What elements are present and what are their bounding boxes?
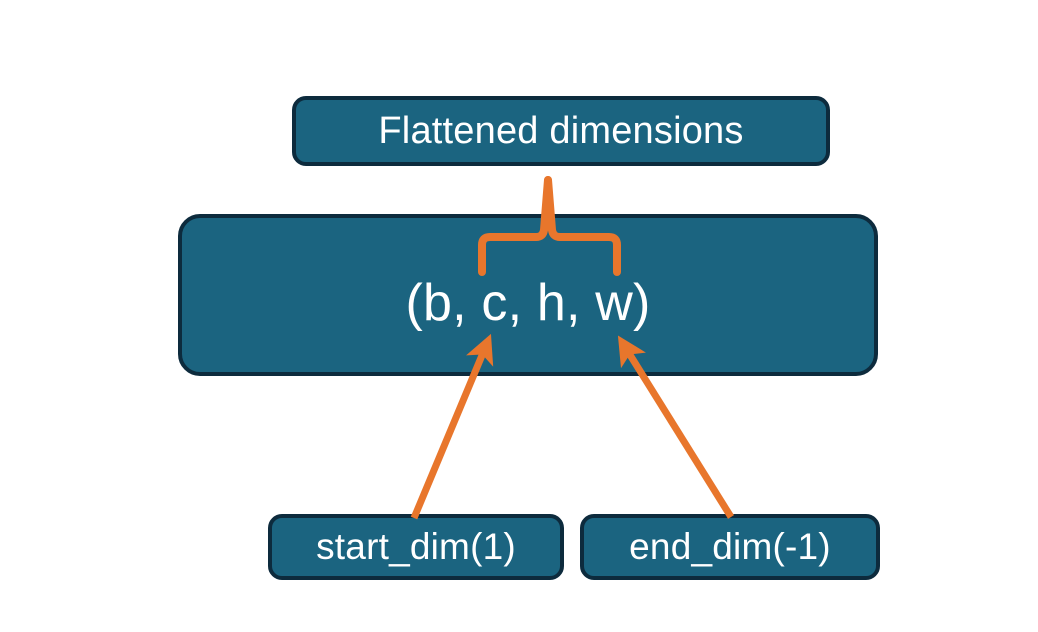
end-dim-label: end_dim(-1) [629, 526, 831, 567]
start-dim-box[interactable]: start_dim(1) [268, 514, 564, 580]
flattened-dimensions-label: Flattened dimensions [378, 109, 744, 152]
tensor-shape-label: (b, c, h, w) [405, 274, 651, 332]
flattened-dimensions-box[interactable]: Flattened dimensions [292, 96, 830, 166]
tensor-shape-box[interactable]: (b, c, h, w) [178, 214, 878, 376]
start-dim-label: start_dim(1) [316, 526, 516, 567]
end-dim-box[interactable]: end_dim(-1) [580, 514, 880, 580]
